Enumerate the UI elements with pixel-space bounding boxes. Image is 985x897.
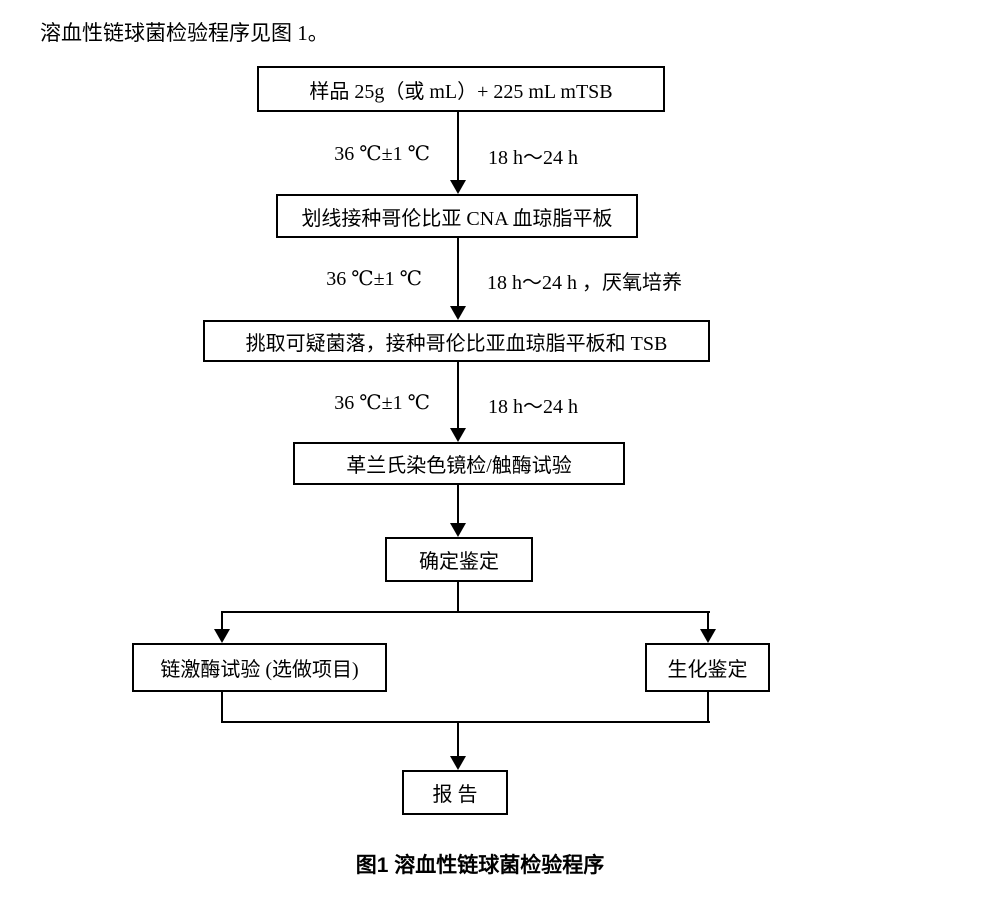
- flow-box-streak-cna: 划线接种哥伦比亚 CNA 血琼脂平板: [276, 194, 638, 238]
- flow-box-gram-stain: 革兰氏染色镜检/触酶试验: [293, 442, 625, 485]
- edge-label-temp-3: 36 ℃±1 ℃: [334, 392, 430, 414]
- branch-left-arrowhead-icon: [214, 629, 230, 643]
- flow-box-confirm-id: 确定鉴定: [385, 537, 533, 582]
- merge-right-line: [707, 692, 709, 723]
- arrow-down-2-line: [457, 238, 459, 306]
- edge-label-time-2: 18 h～24 h ，厌氧培养: [487, 272, 682, 294]
- flow-box-gram-stain-label: 革兰氏染色镜检/触酶试验: [346, 455, 572, 477]
- branch-stem-line: [457, 582, 459, 613]
- arrow-down-report-head-icon: [450, 756, 466, 770]
- flow-box-report-label: 报 告: [432, 784, 478, 806]
- flow-box-streak-cna-label: 划线接种哥伦比亚 CNA 血琼脂平板: [301, 207, 613, 230]
- arrow-down-report-line: [457, 721, 459, 756]
- intro-text: 溶血性链球菌检验程序见图 1。: [40, 21, 329, 45]
- flow-box-sample: 样品 25g（或 mL）+ 225 mL mTSB: [257, 66, 665, 112]
- branch-right-drop-line: [707, 611, 709, 630]
- arrow-down-3-line: [457, 362, 459, 428]
- edge-label-temp-1: 36 ℃±1 ℃: [334, 143, 430, 165]
- flow-box-pick-colony-label: 挑取可疑菌落，接种哥伦比亚血琼脂平板和 TSB: [245, 332, 668, 355]
- edge-label-time-1: 18 h～24 h: [488, 147, 578, 169]
- arrow-down-2-head-icon: [450, 306, 466, 320]
- flow-box-biochemical: 生化鉴定: [645, 643, 770, 692]
- arrow-down-4-line: [457, 485, 459, 523]
- edge-label-time-3: 18 h～24 h: [488, 396, 578, 418]
- arrow-down-1-head-icon: [450, 180, 466, 194]
- flow-box-confirm-id-label: 确定鉴定: [419, 551, 499, 573]
- figure-caption: 图1 溶血性链球菌检验程序: [355, 854, 605, 877]
- flow-box-sample-label: 样品 25g（或 mL）+ 225 mL mTSB: [309, 80, 613, 103]
- flow-box-biochemical-label: 生化鉴定: [667, 659, 748, 681]
- flow-box-report: 报 告: [402, 770, 508, 815]
- flow-box-pick-colony: 挑取可疑菌落，接种哥伦比亚血琼脂平板和 TSB: [203, 320, 710, 362]
- arrow-down-3-head-icon: [450, 428, 466, 442]
- merge-horizontal-line: [221, 721, 710, 723]
- arrow-down-4-head-icon: [450, 523, 466, 537]
- flow-box-streptokinase-label: 链激酶试验 (选做项目): [160, 659, 359, 681]
- arrow-down-1-line: [457, 112, 459, 180]
- branch-left-drop-line: [221, 611, 223, 630]
- branch-horizontal-line: [221, 611, 710, 613]
- flow-box-streptokinase: 链激酶试验 (选做项目): [132, 643, 387, 692]
- edge-label-temp-2: 36 ℃±1 ℃: [326, 268, 422, 290]
- branch-right-arrowhead-icon: [700, 629, 716, 643]
- merge-left-line: [221, 692, 223, 723]
